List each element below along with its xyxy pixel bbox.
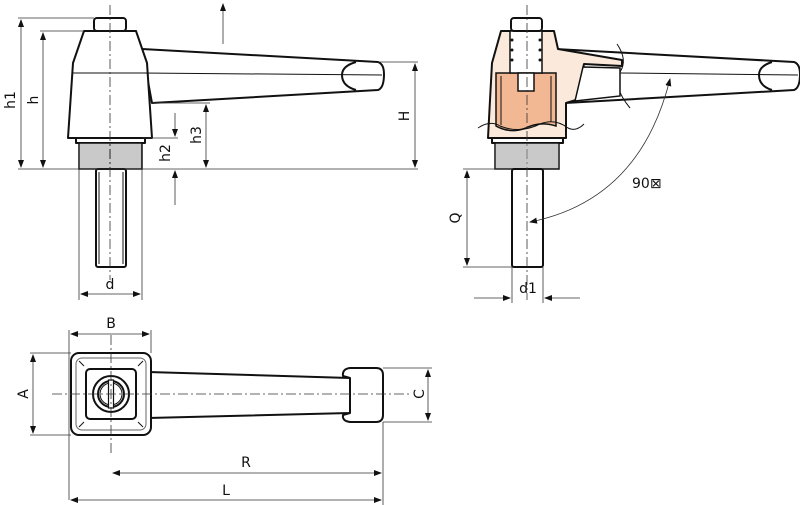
top-arm: [147, 371, 351, 419]
side-view: h1 h h2 h3 H d: [3, 3, 418, 300]
dim-label-h1: h1: [3, 91, 19, 109]
knurled-ring: [78, 142, 143, 170]
dim-label-angle: 90⊠: [632, 176, 662, 192]
top-tip: [341, 367, 384, 423]
section-view: 90⊠ Q d1: [448, 5, 800, 303]
top-view: B A C R L: [16, 316, 432, 505]
dim-label-C: C: [412, 389, 428, 399]
dim-label-h2: h2: [158, 144, 174, 162]
dim-label-d1: d1: [519, 281, 537, 297]
dim-label-h3: h3: [189, 126, 205, 144]
dim-label-h: h: [26, 96, 42, 105]
threaded-stud: [95, 168, 127, 268]
dim-label-d: d: [106, 277, 115, 293]
dim-label-L: L: [222, 483, 230, 499]
section-screw-head: [510, 17, 543, 32]
dim-label-Q: Q: [448, 212, 464, 223]
dim-label-B: B: [106, 316, 116, 332]
dim-label-A: A: [16, 389, 32, 399]
dim-label-H: H: [397, 111, 413, 122]
dim-label-R: R: [241, 455, 251, 471]
section-stud: [511, 168, 544, 268]
handle-arm: [141, 48, 385, 104]
